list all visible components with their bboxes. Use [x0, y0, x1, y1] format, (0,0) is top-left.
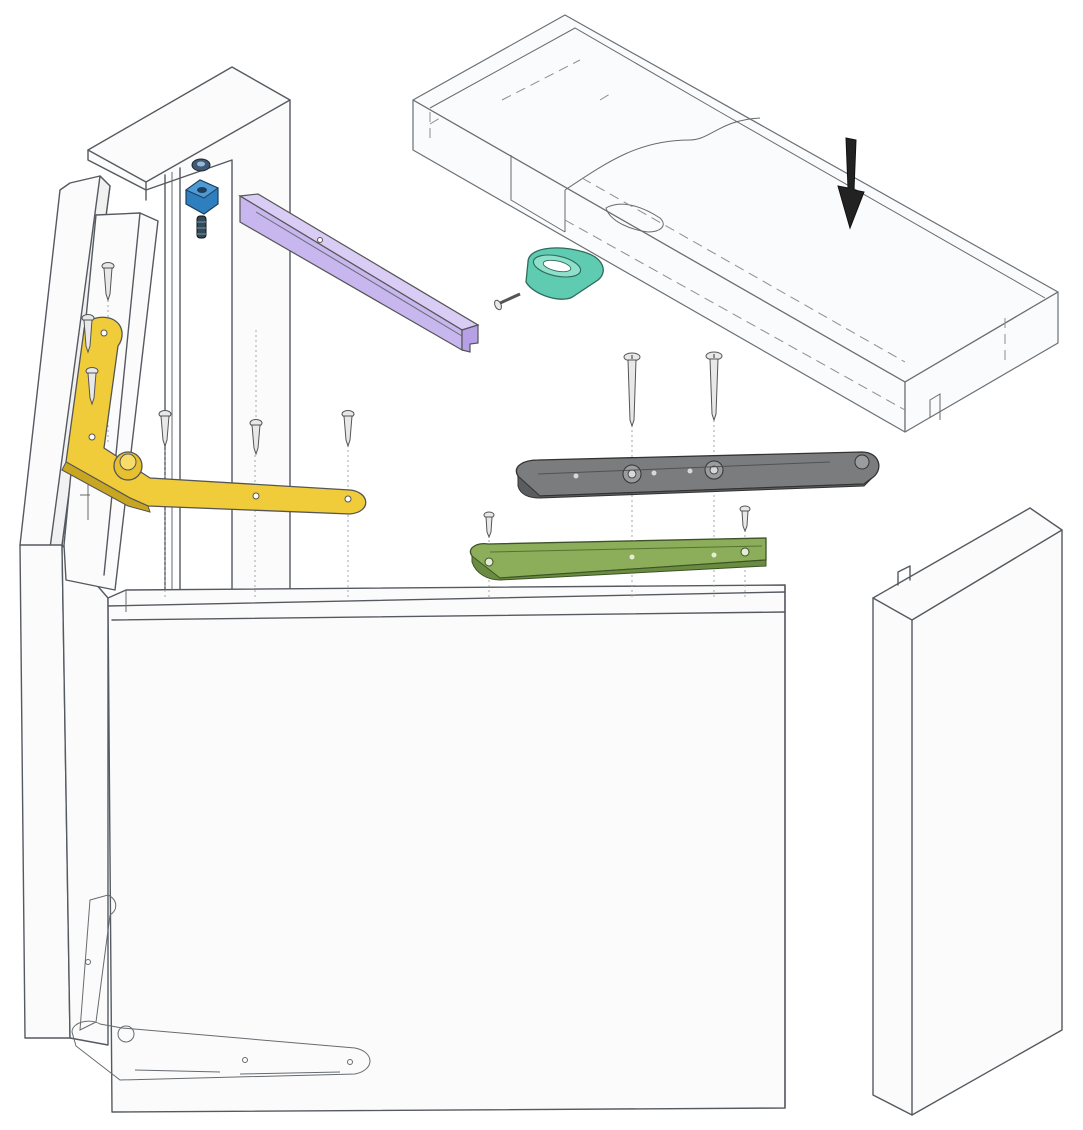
- yellow-pivot-arm: [61, 316, 367, 515]
- screw-arm-2: [81, 314, 95, 354]
- right-cabinet-side: [872, 507, 1063, 1116]
- screw-long-2: [705, 351, 723, 422]
- green-mounting-plate: [469, 537, 767, 581]
- screw-mid-2: [341, 410, 355, 448]
- blue-bracket-block: [184, 158, 220, 239]
- purple-channel: [238, 193, 480, 353]
- screw-mid-1: [249, 419, 263, 456]
- screw-long-1: [623, 352, 641, 428]
- screw-arm-1: [101, 262, 115, 302]
- bottom-pivot-arm: [71, 894, 371, 1081]
- gray-top-arm: [515, 451, 880, 499]
- screw-small-1: [483, 511, 495, 539]
- teal-sleeve: [525, 247, 604, 300]
- screw-mid-3: [158, 410, 172, 448]
- screw-small-2: [739, 505, 751, 533]
- screw-arm-3: [85, 367, 99, 406]
- screws: [81, 262, 751, 539]
- arrow-down-icon: [837, 137, 865, 230]
- glass-top-shelf: [412, 14, 1059, 433]
- screw-horizontal: [494, 292, 521, 311]
- front-door-panel: [107, 584, 786, 1113]
